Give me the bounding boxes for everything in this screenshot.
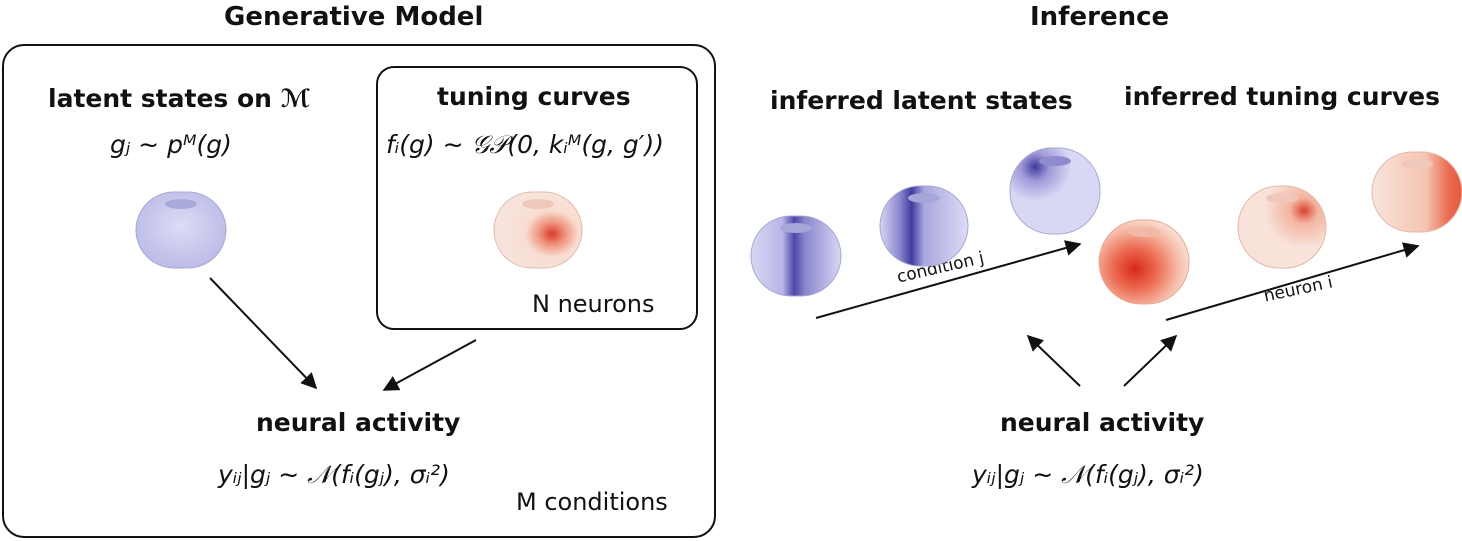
inference-title: Inference	[1030, 2, 1170, 32]
arrow-icon	[815, 240, 1082, 319]
arrow-icon	[209, 277, 318, 390]
neural-activity-heading: neural activity	[256, 408, 461, 437]
inferred-latent-heading: inferred latent states	[770, 86, 1073, 115]
inference-activity-heading: neural activity	[1000, 408, 1205, 437]
torus-icon	[135, 191, 227, 269]
inference-likelihood-formula: yᵢⱼ|gⱼ ∼ 𝒩(fᵢ(gⱼ), σᵢ²)	[972, 460, 1204, 489]
tuning-gp-formula: fᵢ(g) ∼ 𝒢𝒫(0, kᵢᴹ(g, g′))	[386, 130, 664, 159]
generative-model-box	[2, 44, 716, 538]
tuning-curves-box	[376, 66, 698, 330]
torus-icon	[1009, 147, 1101, 235]
arrow-icon	[1165, 242, 1420, 321]
torus-icon	[493, 191, 583, 269]
m-conditions-label: M conditions	[516, 488, 668, 516]
torus-icon	[1098, 219, 1190, 305]
torus-icon	[1237, 185, 1327, 269]
torus-icon	[1371, 151, 1462, 233]
torus-icon	[750, 215, 842, 297]
inferred-tuning-heading: inferred tuning curves	[1124, 82, 1441, 111]
arrow-icon	[382, 339, 477, 391]
n-neurons-label: N neurons	[532, 290, 655, 318]
latent-states-heading: latent states on ℳ	[48, 84, 311, 113]
arrow-icon	[1123, 334, 1178, 387]
latent-prior-formula: gⱼ ∼ pᴹ(g)	[110, 130, 232, 159]
generative-model-title: Generative Model	[224, 2, 484, 32]
arrow-icon	[1026, 334, 1081, 387]
torus-icon	[879, 185, 969, 267]
likelihood-formula: yᵢⱼ|gⱼ ∼ 𝒩(fᵢ(gⱼ), σᵢ²)	[218, 460, 450, 489]
tuning-curves-heading: tuning curves	[437, 82, 631, 111]
